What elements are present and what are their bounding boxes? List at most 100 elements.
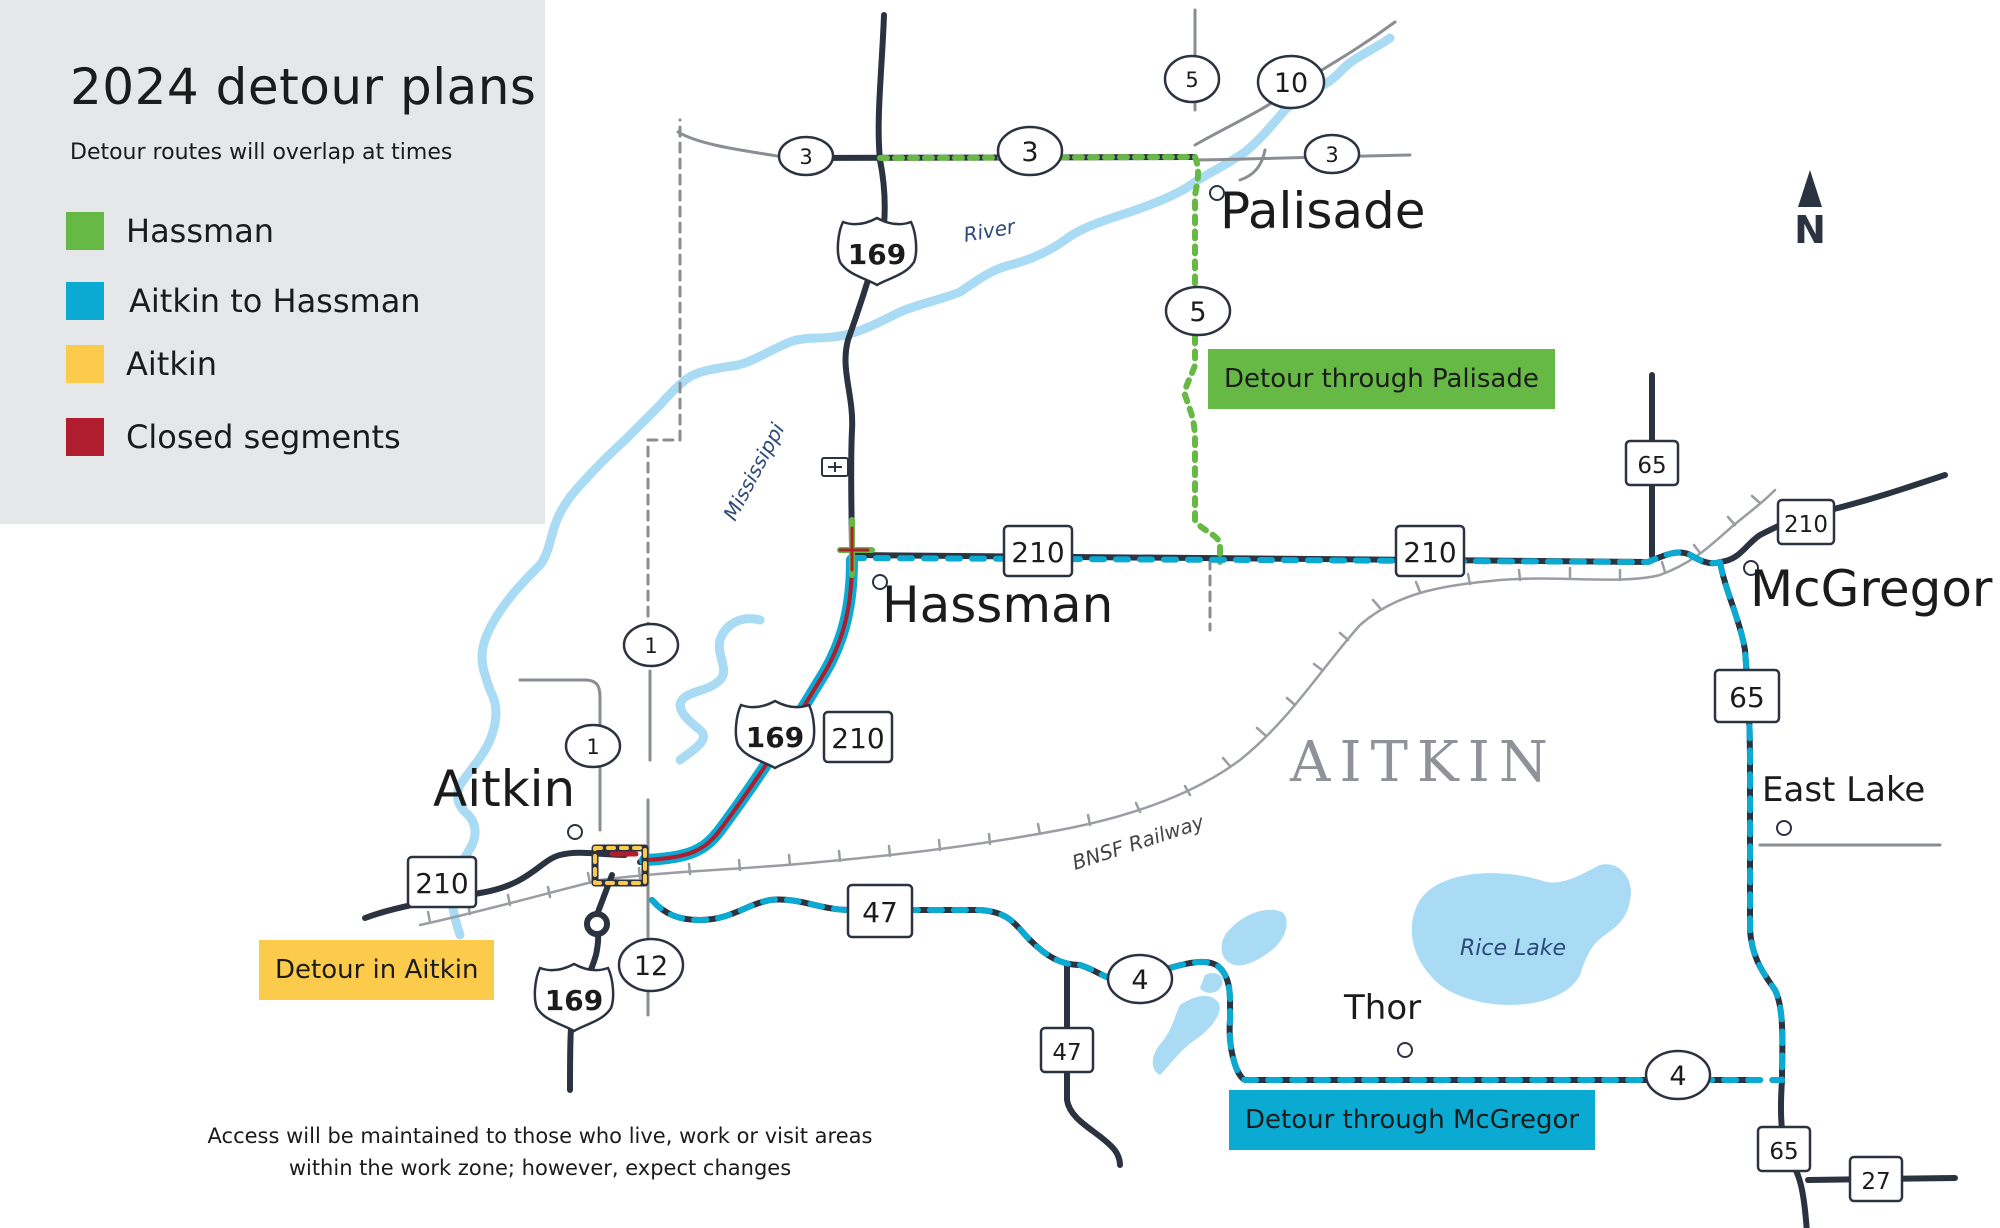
lake-label: Rice Lake <box>1460 936 1566 961</box>
callout-palisade: Detour through Palisade <box>1208 349 1555 409</box>
svg-text:210: 210 <box>1403 536 1456 569</box>
town-label-mcgregor: McGregor <box>1750 560 1993 618</box>
hassman-dot <box>872 574 888 590</box>
svg-text:3: 3 <box>1325 143 1338 167</box>
svg-text:3: 3 <box>1021 137 1038 168</box>
svg-text:5: 5 <box>1185 68 1198 92</box>
county-label: AITKIN <box>1290 730 1557 795</box>
co5-shield-north: 5 <box>1163 54 1221 104</box>
svg-text:12: 12 <box>634 951 668 982</box>
us169-shield-north: 169 <box>836 216 918 287</box>
tx210-shield-hassman: 210 <box>1002 524 1074 578</box>
mississippi-loop <box>675 614 765 765</box>
co3-shield-east: 3 <box>1303 133 1361 175</box>
co3-shield-mid: 3 <box>996 125 1064 177</box>
us169-shield-south: 169 <box>533 962 615 1033</box>
north-arrow-icon <box>1798 170 1822 207</box>
palisade-dot <box>1209 185 1225 201</box>
rice-lake <box>1411 864 1631 1005</box>
town-label-hassman: Hassman <box>882 576 1114 634</box>
co3-shield-west: 3 <box>777 135 835 177</box>
tx210-shield-mid: 210 <box>822 710 894 764</box>
legend-label-aitkin: Aitkin <box>126 345 218 383</box>
tx65-shield-south: 65 <box>1756 1125 1812 1173</box>
town-label-aitkin: Aitkin <box>433 760 576 818</box>
callout-mcgregor: Detour through McGregor <box>1229 1090 1596 1150</box>
co12-shield: 12 <box>617 937 685 993</box>
svg-text:3: 3 <box>799 145 812 169</box>
legend-swatch-aitkin <box>66 345 104 383</box>
svg-text:65: 65 <box>1729 681 1765 714</box>
us169-mid-label: 169 <box>746 721 804 754</box>
svg-text:210: 210 <box>831 722 884 755</box>
access-note-line2: within the work zone; however, expect ch… <box>288 1156 792 1180</box>
co1-shield-south: 1 <box>564 723 622 769</box>
aitkin-hassman-detour-47 <box>649 896 1785 1083</box>
us169-shield-mid: 169 <box>734 699 816 770</box>
town-label-thor: Thor <box>1344 988 1422 1028</box>
svg-text:65: 65 <box>1637 453 1666 479</box>
town-label-east-lake: East Lake <box>1762 770 1926 810</box>
svg-text:1: 1 <box>644 634 657 658</box>
svg-text:210: 210 <box>1011 536 1064 569</box>
tx210-shield-east: 210 <box>1394 524 1466 578</box>
legend-label-aitkin-hassman: Aitkin to Hassman <box>129 282 421 320</box>
town-markers <box>567 185 1792 1058</box>
svg-text:4: 4 <box>1131 965 1148 996</box>
svg-text:65: 65 <box>1769 1139 1798 1165</box>
tx65-shield-north: 65 <box>1624 439 1680 487</box>
tx47-shield-south: 47 <box>1039 1026 1095 1074</box>
co4-shield-east: 4 <box>1644 1049 1712 1101</box>
road-co3-east <box>1193 153 1412 162</box>
us169-south-label: 169 <box>545 984 603 1017</box>
aitkin-hassman-detour-210 <box>849 549 1723 567</box>
town-label-palisade: Palisade <box>1220 182 1426 240</box>
callout-aitkin: Detour in Aitkin <box>259 940 495 1000</box>
thor-dot <box>1397 1042 1413 1058</box>
legend-label-hassman: Hassman <box>126 212 275 250</box>
tx27-shield: 27 <box>1848 1155 1904 1203</box>
co1-shield-north: 1 <box>622 622 680 668</box>
access-note-line1: Access will be maintained to those who l… <box>207 1124 873 1148</box>
legend-swatch-aitkin-hassman <box>66 282 104 320</box>
legend-label-closed: Closed segments <box>126 418 401 456</box>
legend-swatch-hassman <box>66 212 104 250</box>
road-co3-east-2 <box>1238 148 1267 182</box>
svg-text:47: 47 <box>1052 1040 1081 1066</box>
co10-shield: 10 <box>1256 54 1326 110</box>
rest-area-icon <box>821 457 849 477</box>
small-lake-1 <box>1221 909 1287 966</box>
tx47-south <box>1064 962 1123 1168</box>
legend-swatch-closed <box>66 418 104 456</box>
co4-shield-west: 4 <box>1106 953 1174 1005</box>
tx47-shield-east: 47 <box>846 883 914 939</box>
route-shields: 169 169 169 210 210 210 210 210 65 65 65… <box>406 54 1904 1203</box>
mississippi-river <box>447 33 1395 940</box>
svg-text:47: 47 <box>862 896 898 929</box>
interchange-marker <box>584 911 610 937</box>
road-co3-west <box>676 130 792 160</box>
mcgregor-dot <box>1743 560 1759 576</box>
legend-title: 2024 detour plans <box>70 58 537 116</box>
north-label: N <box>1794 208 1826 252</box>
hassman-junction-closed <box>838 526 870 572</box>
svg-text:210: 210 <box>415 867 468 900</box>
east-lake-dot <box>1776 820 1792 836</box>
small-lake-2 <box>1152 995 1220 1075</box>
svg-text:27: 27 <box>1861 1169 1890 1195</box>
tx210-shield-aitkin: 210 <box>406 855 478 909</box>
tx65-shield-mcgregor: 65 <box>1713 668 1781 724</box>
bnsf-railway <box>418 488 1777 927</box>
tx210-shield-mcgregor: 210 <box>1776 498 1836 546</box>
aitkin-detour-loop <box>593 846 647 885</box>
svg-text:1: 1 <box>586 735 599 759</box>
legend-subtitle: Detour routes will overlap at times <box>70 140 453 165</box>
us169-north-label: 169 <box>848 238 906 271</box>
small-lake-3 <box>1200 973 1223 993</box>
svg-text:4: 4 <box>1669 1061 1686 1092</box>
river-label-top: River <box>962 214 1019 247</box>
river-label-side: Mississippi <box>718 419 789 525</box>
hassman-detour-north <box>877 154 1223 565</box>
svg-text:10: 10 <box>1274 68 1308 99</box>
